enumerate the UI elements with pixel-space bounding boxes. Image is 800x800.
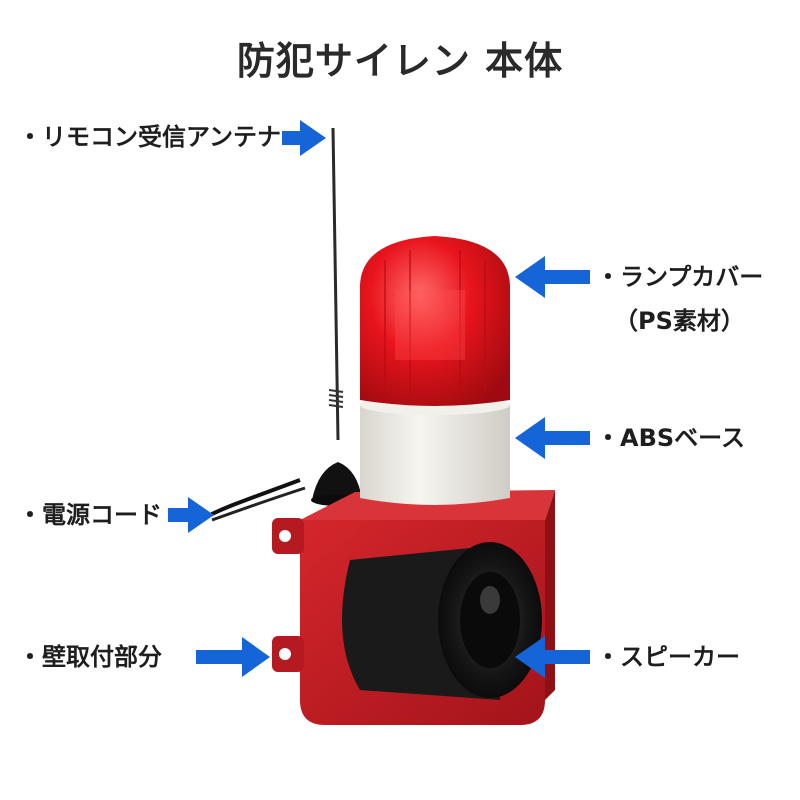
label-abs-base: ・ABSベース (596, 424, 745, 452)
lamp-cover (360, 236, 510, 406)
arrow-antenna (282, 120, 326, 156)
page-title: 防犯サイレン 本体 (236, 39, 564, 83)
antenna-rod (331, 127, 340, 441)
label-wall-mount: ・壁取付部分 (18, 643, 162, 671)
arrow-wall-mount (196, 637, 270, 677)
power-cord (209, 478, 301, 517)
label-lamp-cover: ・ランプカバー (596, 263, 764, 291)
arrow-power-cord (168, 497, 214, 533)
label-lamp-cover-material: （PS素材） (614, 307, 745, 335)
arrow-abs-base (515, 417, 590, 459)
abs-base (360, 405, 510, 505)
label-antenna: ・リモコン受信アンテナ (18, 123, 282, 151)
arrow-lamp-cover (515, 256, 590, 298)
antenna-coil (328, 389, 344, 408)
label-speaker: ・スピーカー (596, 643, 740, 671)
label-power-cord: ・電源コード (18, 501, 162, 529)
arrow-speaker (515, 636, 590, 678)
antenna-base (312, 462, 362, 500)
